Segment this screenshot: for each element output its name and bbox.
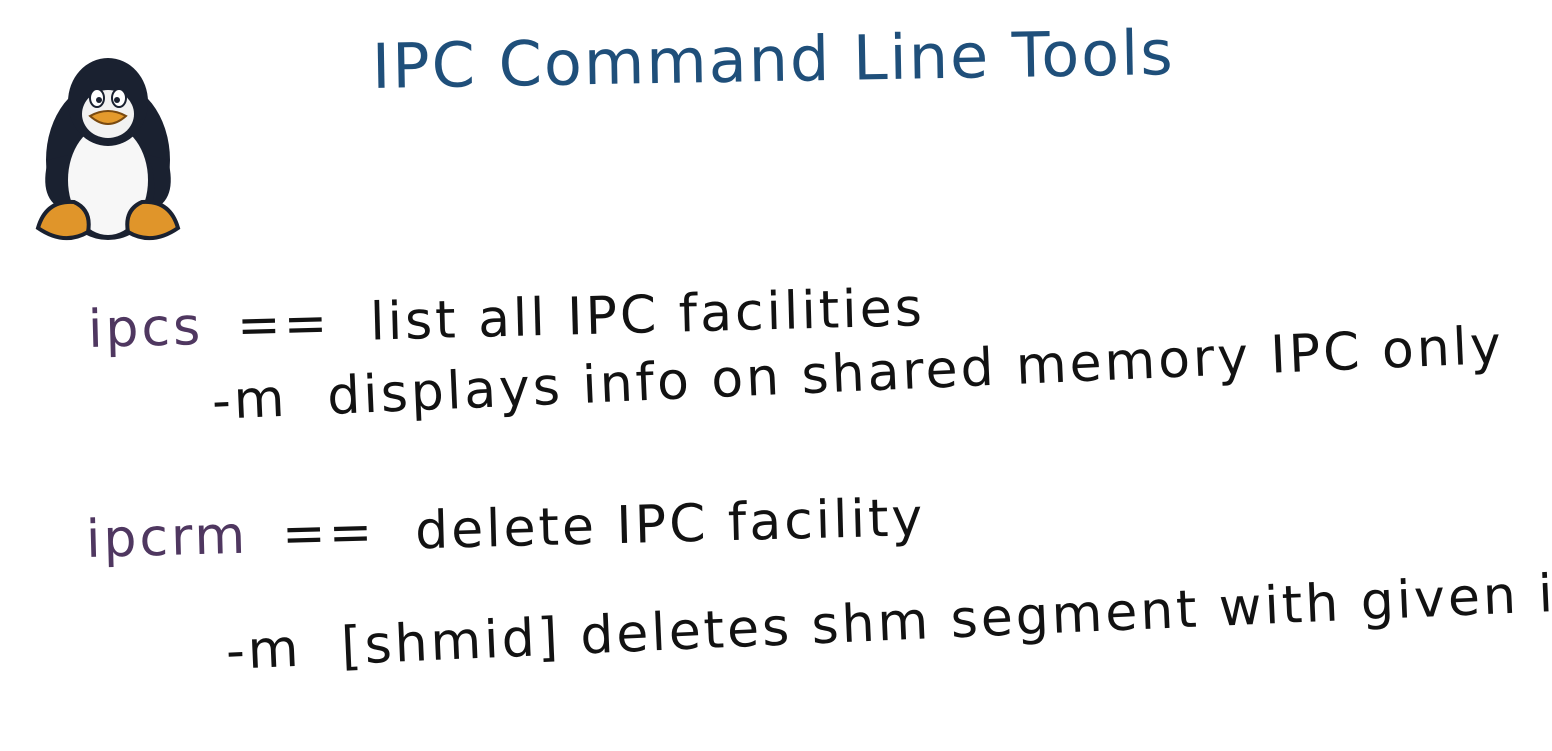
ipcs-command: ipcs [87,296,204,360]
option-flag: -m [224,618,303,682]
ipcrm-m-description: [shmid] deletes shm segment with given i… [340,562,1552,677]
ipcrm-m-option-line: -m [shmid] deletes shm segment with given… [225,562,1552,682]
ipcs-description: list all IPC facilities [369,278,926,353]
option-flag: -m [210,368,289,432]
separator: == [281,502,376,565]
ipcrm-command: ipcrm [85,505,249,570]
ipcrm-line: ipcrm == delete IPC facility [85,488,926,570]
page-title: IPC Command Line Tools [371,15,1176,103]
tux-penguin-icon [35,58,181,240]
separator: == [236,293,331,357]
ipcrm-description: delete IPC facility [414,488,926,562]
